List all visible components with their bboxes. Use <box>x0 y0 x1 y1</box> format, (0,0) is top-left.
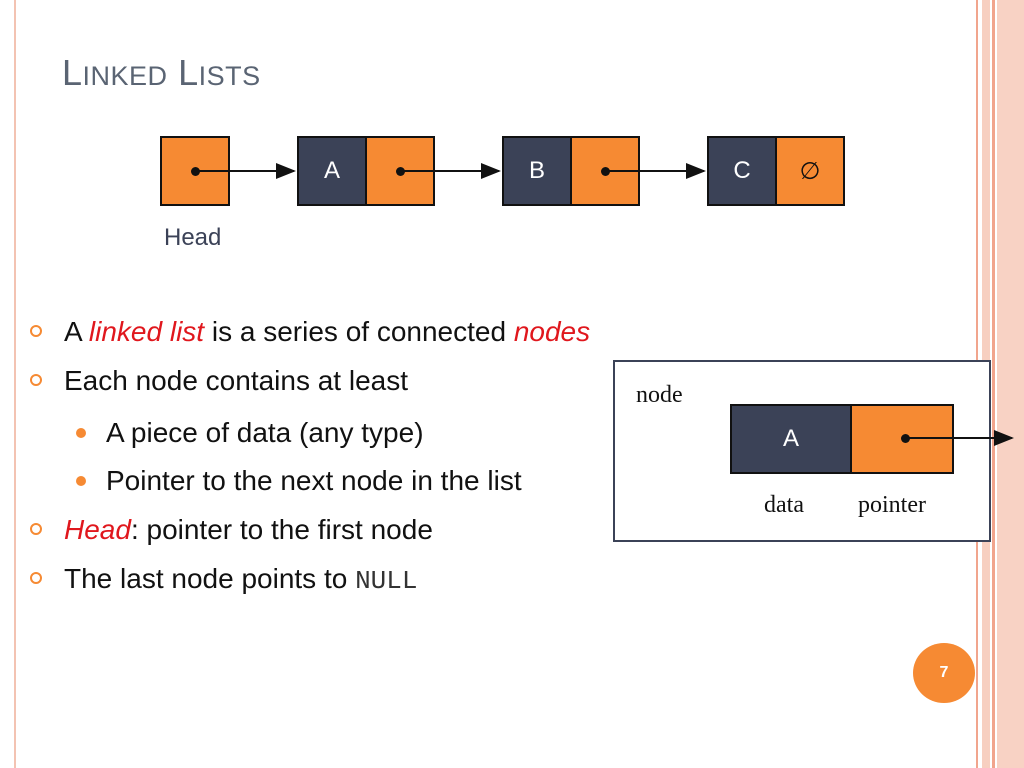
bullet-dot-icon <box>76 428 86 438</box>
data-label: data <box>764 492 804 518</box>
decor-stripe <box>992 0 995 768</box>
left-border-line <box>14 0 16 768</box>
head-label: Head <box>164 224 222 251</box>
bullet-dot-icon <box>76 476 86 486</box>
page-number-badge: 7 <box>913 643 975 703</box>
node-c-null-pointer: ∅ <box>775 136 845 206</box>
decor-stripe <box>997 0 1024 768</box>
node-data-field: A <box>730 404 852 474</box>
null-icon: ∅ <box>799 157 821 185</box>
bullet-ring-icon <box>30 523 42 535</box>
slide-title: LINKED LISTS <box>62 52 261 93</box>
node-caption: node <box>636 382 683 408</box>
bullet-ring-icon <box>30 325 42 337</box>
pointer-label: pointer <box>858 492 926 518</box>
bullet-ring-icon <box>30 572 42 584</box>
node-c-data: C <box>707 136 777 206</box>
bullet-ring-icon <box>30 374 42 386</box>
